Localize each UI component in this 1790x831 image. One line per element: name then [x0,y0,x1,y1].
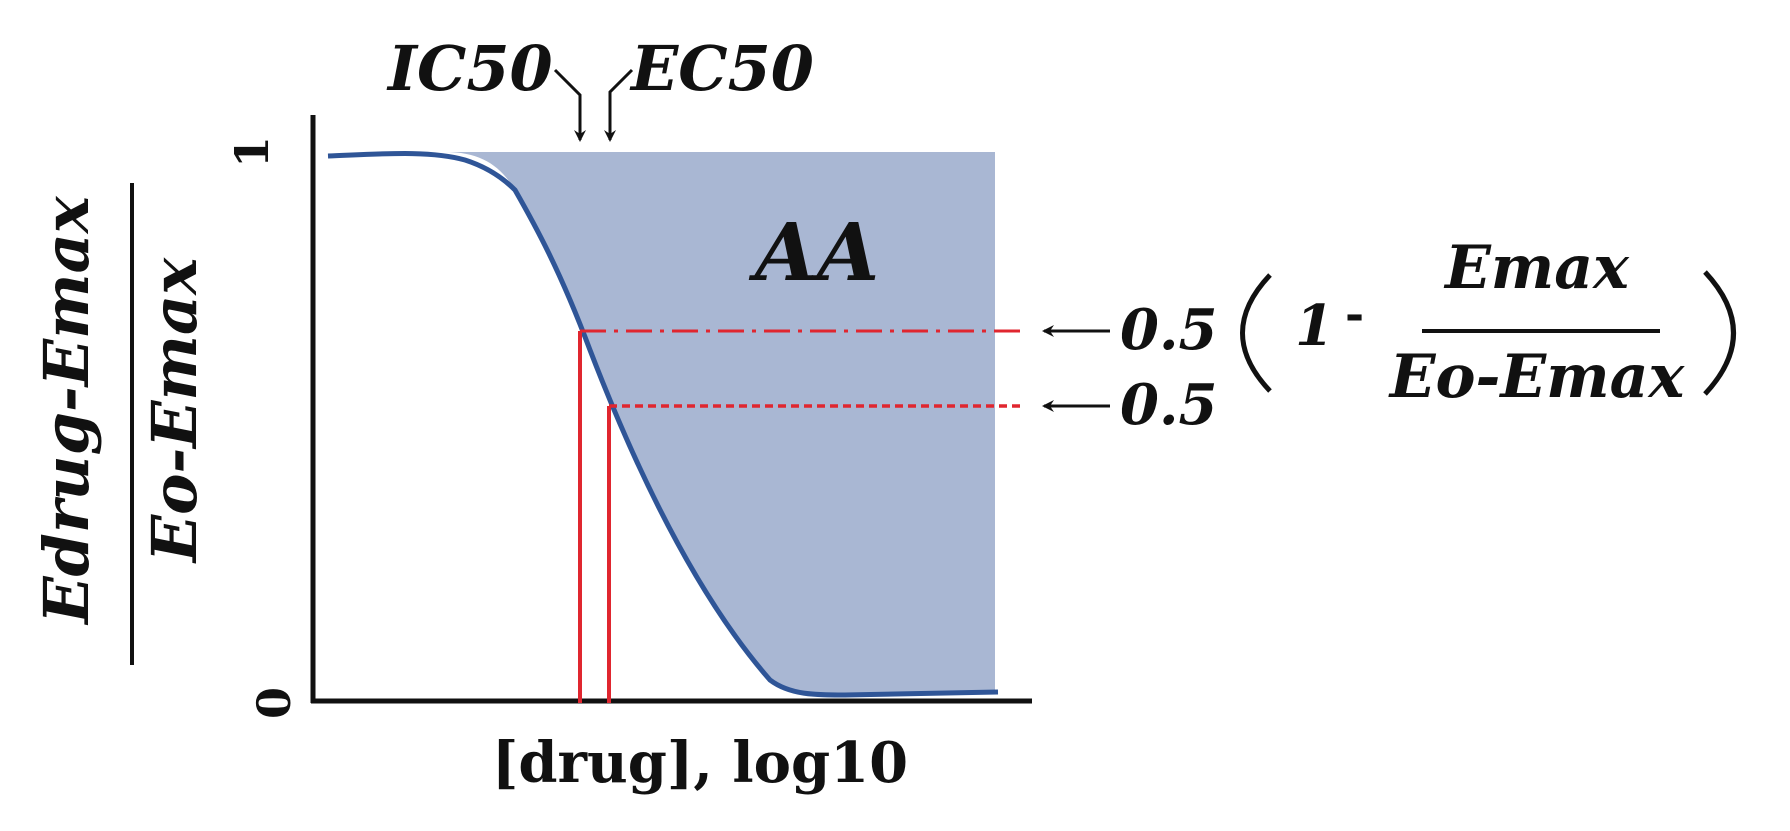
activity-area [445,152,995,695]
area-label: AA [748,205,879,299]
formula-minus: - [1345,287,1364,341]
ec50-label: EC50 [629,32,814,105]
formula-right-paren [1703,270,1736,396]
y-label-denominator: Eo-Emax [138,257,211,564]
x-axis-label: [drug], log10 [492,730,908,796]
y-tick-bottom: 0 [247,687,301,719]
formula-denominator: Eo-Emax [1388,342,1686,412]
formula-left-paren [1240,273,1272,393]
formula-numerator: Emax [1443,233,1630,303]
response-curve [327,151,999,698]
level-label-upper: 0.5 [1120,297,1217,363]
ec50-arrow-icon [604,68,634,142]
ic50-label: IC50 [386,32,553,105]
formula-one: 1 [1295,293,1334,359]
ic50-arrow-icon [553,68,586,142]
y-label-numerator: Edrug-Emax [30,195,103,625]
y-tick-top: 1 [225,136,279,168]
level-label-lower: 0.5 [1120,372,1217,438]
